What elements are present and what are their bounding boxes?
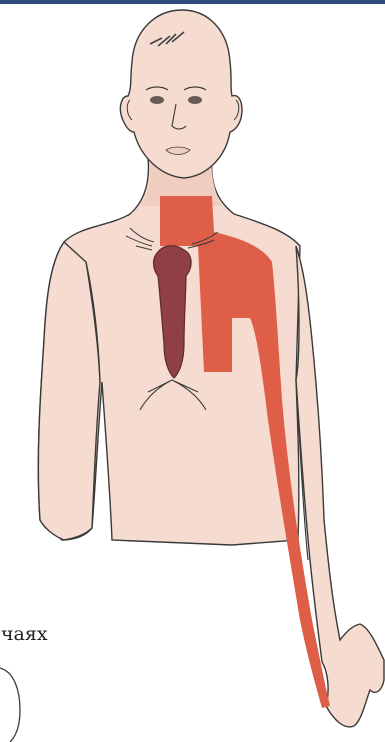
partial-object-edge (0, 668, 20, 742)
left-eye (150, 96, 164, 104)
right-eye (188, 96, 202, 104)
left-arm (38, 242, 100, 540)
caption-fragment: чаях (1, 623, 48, 645)
